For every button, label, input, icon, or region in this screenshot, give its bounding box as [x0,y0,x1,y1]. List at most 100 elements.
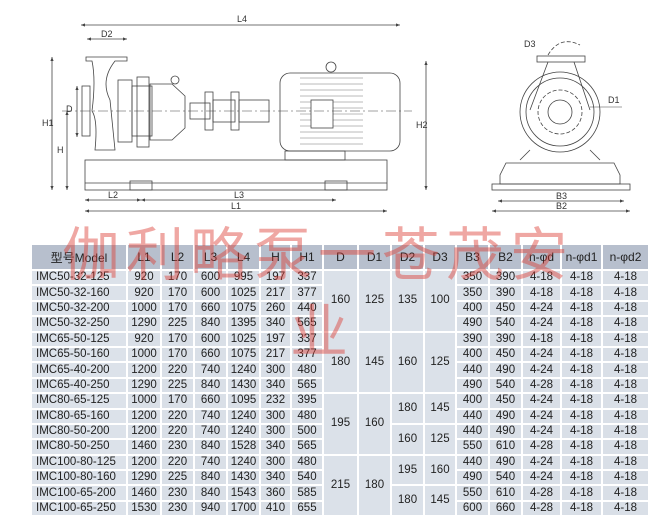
table-cell: 1395 [226,315,261,333]
table-cell: 490 [455,376,490,395]
table-cell: 4-24 [521,469,562,487]
table-cell: 4-24 [521,407,562,425]
column-header: H1 [290,243,324,271]
table-cell: 170 [160,392,195,410]
table-cell: 740 [193,422,228,441]
table-cell: 340 [259,376,292,395]
table-cell: 360 [259,484,292,502]
table-cell: 4-18 [601,453,650,472]
base-frame [84,159,388,191]
column-header: H [259,243,292,271]
table-cell: 160 [390,330,425,395]
table-cell: 170 [160,330,195,348]
column-header: L1 [126,243,162,271]
table-cell: 220 [160,361,195,379]
column-header: B2 [488,243,523,271]
table-cell: 340 [259,438,292,456]
table-cell: 585 [290,484,324,502]
table-cell: 4-18 [521,268,562,287]
table-cell: 230 [160,499,195,518]
table-cell: 4-18 [601,299,650,318]
table-cell: IMC50-32-200 [30,299,128,318]
pump-dimension-drawing: L4 D2 D H1 H H2 L2 L3 L1 D3 D1 [42,14,631,213]
table-cell: 1240 [226,407,261,425]
table-cell: 4-24 [521,299,562,318]
table-cell: 377 [290,284,324,302]
table-cell: 4-18 [560,453,603,472]
column-header: 型号Model [30,243,128,271]
table-cell: 230 [160,438,195,456]
column-header: L4 [226,243,261,271]
table-cell: 490 [455,469,490,487]
side-view: L4 D2 D H1 H H2 L2 L3 L1 [42,14,428,213]
table-cell: 1543 [226,484,261,502]
table-cell: 655 [290,499,324,518]
table-cell: 1290 [126,376,162,395]
table-cell: 565 [290,376,324,395]
table-cell: 1000 [126,345,162,364]
column-header: n-φd2 [601,243,650,271]
table-cell: 400 [455,392,490,410]
table-cell: 4-18 [601,330,650,348]
table-cell: 195 [390,453,425,487]
table-cell: 440 [455,453,490,472]
table-cell: IMC65-50-125 [30,330,128,348]
table-cell: 610 [488,438,523,456]
table-cell: 920 [126,268,162,287]
table-cell: 740 [193,361,228,379]
table-cell: 610 [488,484,523,502]
table-cell: 1460 [126,484,162,502]
table-cell: 170 [160,345,195,364]
table-cell: 180 [322,330,359,395]
table-cell: 4-24 [521,361,562,379]
table-cell: 1025 [226,284,261,302]
table-cell: IMC100-65-200 [30,484,128,502]
table-cell: 480 [290,361,324,379]
label-D3: D3 [524,39,536,49]
label-L4: L4 [237,14,247,24]
table-cell: 230 [160,484,195,502]
pump-casing [85,56,128,151]
table-cell: 400 [455,299,490,318]
table-cell: 450 [488,299,523,318]
table-cell: 4-18 [521,330,562,348]
table-cell: 490 [455,315,490,333]
table-cell: 160 [390,422,425,456]
table-cell: 125 [423,422,457,456]
table-cell: 340 [259,469,292,487]
table-cell: 160 [322,269,359,333]
table-cell: 337 [290,330,324,348]
table-cell: 217 [259,345,292,364]
table-cell: 4-18 [560,315,603,333]
table-cell: 490 [488,453,523,472]
table-cell: 4-18 [601,284,650,302]
table-cell: 480 [290,453,324,472]
table-cell: IMC80-50-200 [30,422,128,441]
table-cell: 4-18 [601,392,650,410]
table-cell: 170 [160,268,195,287]
table-cell: 940 [193,499,228,518]
label-L1: L1 [231,201,241,211]
table-cell: 4-18 [560,284,603,302]
table-cell: 4-18 [560,299,603,318]
table-cell: 660 [193,299,228,318]
table-cell: 170 [160,284,195,302]
table-cell: 337 [290,268,324,287]
table-cell: 540 [290,469,324,487]
table-cell: 600 [193,330,228,348]
table-cell: 1200 [126,422,162,441]
table-cell: 600 [455,499,490,518]
table-cell: 490 [488,422,523,441]
column-header: D1 [357,243,392,271]
table-cell: IMC100-65-250 [30,499,128,518]
table-cell: 145 [357,330,392,395]
table-cell: 1000 [126,392,162,410]
table-cell: 390 [455,330,490,348]
